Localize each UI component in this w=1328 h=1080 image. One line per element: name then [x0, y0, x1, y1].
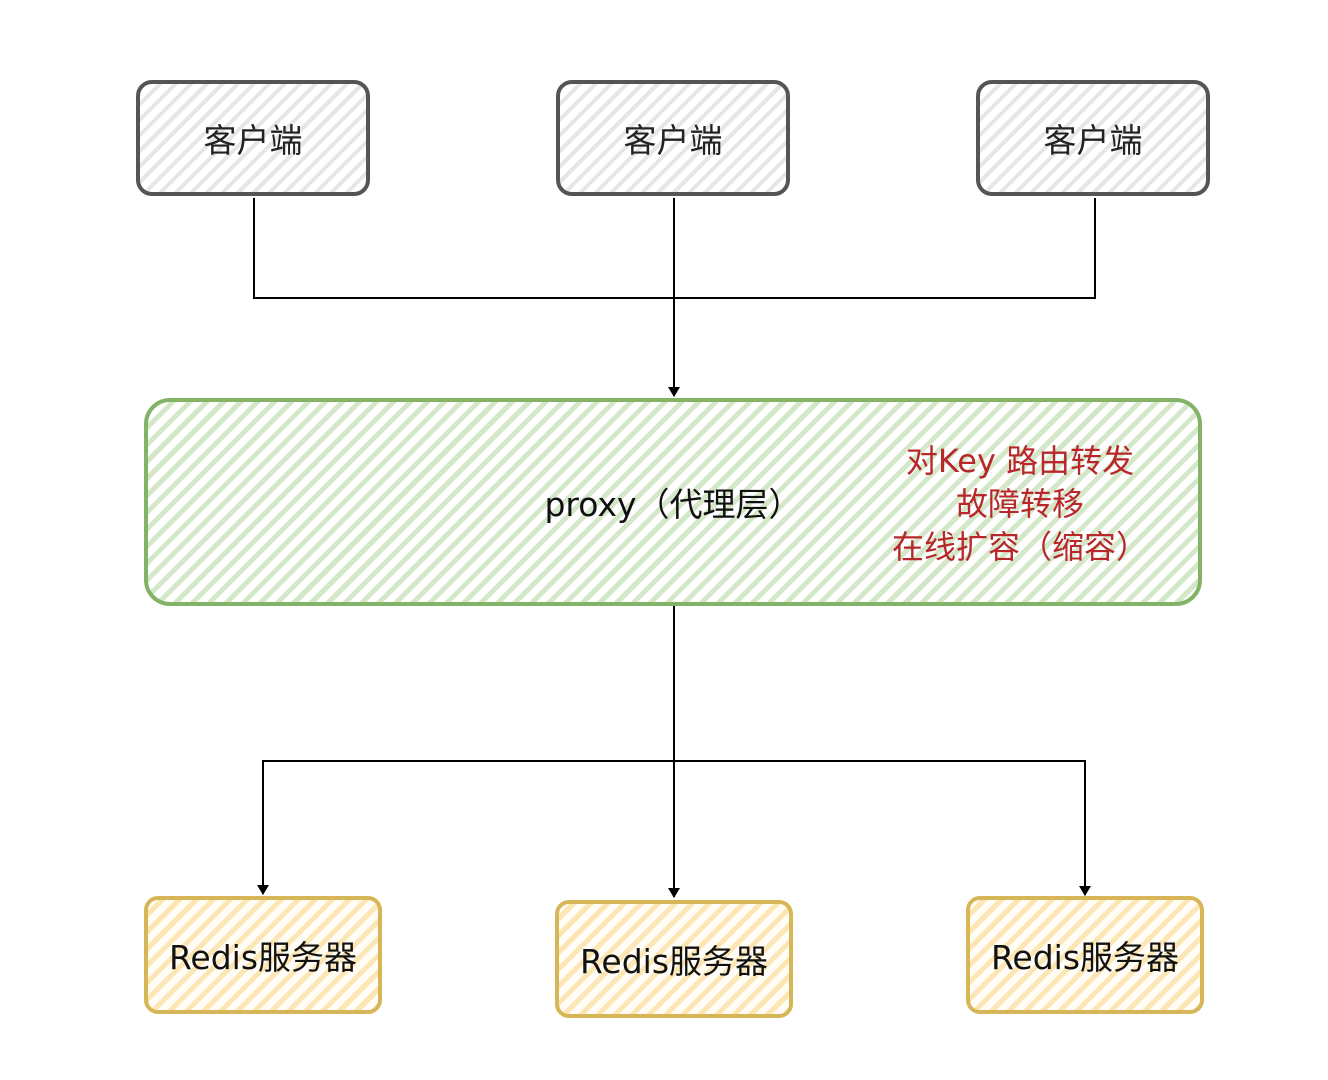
- server-label: Redis服务器: [990, 938, 1180, 977]
- proxy-node: proxy（代理层）: [144, 398, 1202, 606]
- proxy-feature-scaling: 在线扩容（缩容）: [891, 528, 1148, 566]
- proxy-to-server-right-arrow: [674, 760, 1091, 896]
- client-node: 客户端: [976, 80, 1210, 196]
- client-left-connector: [253, 198, 674, 299]
- redis-server-node: Redis服务器: [144, 896, 382, 1014]
- client-node: 客户端: [556, 80, 790, 196]
- client-label: 客户端: [1043, 121, 1143, 160]
- client-right-connector: [674, 198, 1096, 299]
- server-label: Redis服务器: [168, 938, 358, 977]
- client-label: 客户端: [203, 121, 303, 160]
- client-label: 客户端: [623, 121, 723, 160]
- proxy-label: proxy（代理层）: [544, 485, 802, 524]
- redis-server-node: Redis服务器: [555, 900, 793, 1018]
- proxy-feature-failover: 故障转移: [955, 485, 1084, 523]
- redis-server-node: Redis服务器: [966, 896, 1204, 1014]
- proxy-feature-routing: 对Key 路由转发: [905, 442, 1135, 480]
- client-node: 客户端: [136, 80, 370, 196]
- server-label: Redis服务器: [579, 942, 769, 981]
- proxy-to-server-left-arrow: [257, 760, 674, 895]
- proxy-features: 对Key 路由转发 故障转移 在线扩容（缩容）: [860, 440, 1180, 569]
